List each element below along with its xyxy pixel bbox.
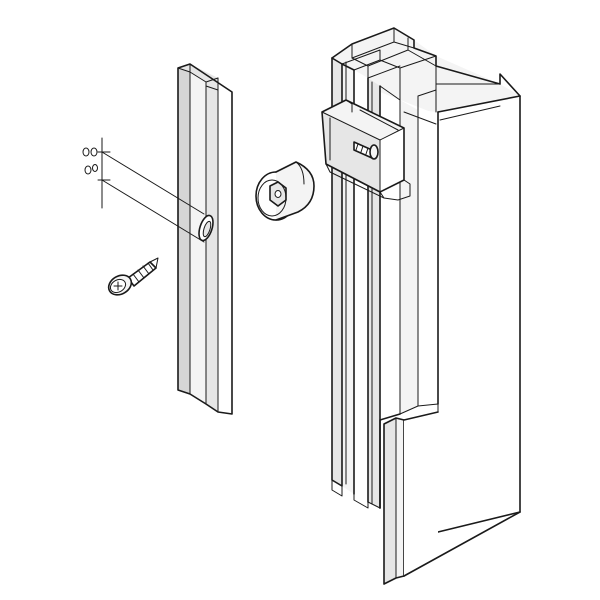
corner-clamp: [321, 99, 411, 201]
hole-symbol-icon: [82, 147, 98, 175]
cover-plate: [383, 403, 521, 585]
drill-hole-marker: [82, 137, 205, 243]
hex-bushing: [255, 161, 315, 221]
main-column-profile: [331, 27, 521, 533]
clamp-screw-icon: [353, 141, 379, 160]
screw-icon: [107, 257, 159, 296]
vertical-clip-profile: [177, 63, 233, 415]
